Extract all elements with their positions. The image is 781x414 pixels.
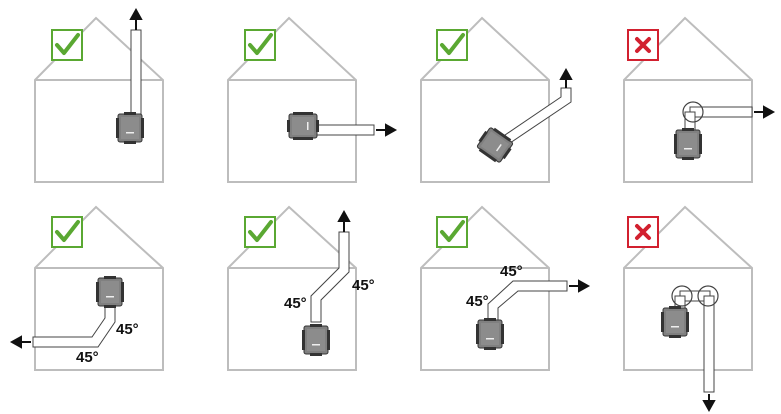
cross-icon [626, 215, 660, 249]
device-icon [673, 127, 703, 161]
device-icon [95, 275, 125, 309]
check-icon [243, 28, 277, 62]
check-icon [435, 28, 469, 62]
angle-label: 45° [116, 321, 139, 338]
panel-2 [227, 16, 398, 183]
duct [32, 305, 116, 348]
device-icon [115, 111, 145, 145]
elbow-highlight [697, 285, 719, 307]
arrow-icon [9, 335, 31, 349]
duct [313, 124, 375, 136]
duct [130, 29, 142, 119]
arrow-icon [559, 67, 573, 88]
device-icon [286, 111, 320, 141]
device-icon [660, 305, 690, 339]
duct [689, 106, 753, 118]
panel-8 [623, 205, 753, 413]
device-icon [473, 123, 517, 167]
house-outline [34, 205, 164, 371]
angle-label: 45° [284, 295, 307, 312]
panel-7: 45° 45° [420, 205, 591, 371]
angle-label: 45° [76, 349, 99, 366]
check-icon [50, 28, 84, 62]
arrow-icon [754, 105, 776, 119]
elbow-highlight [671, 285, 693, 307]
check-icon [50, 215, 84, 249]
angle-label: 45° [466, 293, 489, 310]
duct [703, 295, 715, 393]
device-icon [301, 323, 331, 357]
angle-label: 45° [352, 277, 375, 294]
house-outline [623, 16, 753, 183]
device-icon [475, 317, 505, 351]
panel-6: 45° 45° [227, 205, 375, 371]
duct [487, 280, 568, 321]
check-icon [435, 215, 469, 249]
cross-icon [626, 28, 660, 62]
arrow-icon [569, 279, 591, 293]
panel-3 [420, 16, 573, 183]
arrow-icon [337, 209, 351, 232]
panel-4 [623, 16, 776, 183]
arrow-icon [702, 394, 716, 413]
house-outline [420, 205, 550, 371]
house-outline [34, 16, 164, 183]
elbow-highlight [682, 101, 704, 123]
angle-label: 45° [500, 263, 523, 280]
arrow-icon [129, 7, 143, 30]
panel-5: 45° 45° [9, 205, 164, 371]
duct [504, 87, 572, 144]
duct [310, 231, 350, 323]
house-outline [420, 16, 550, 183]
panel-1 [34, 7, 164, 183]
house-outline [623, 205, 753, 371]
arrow-icon [376, 123, 398, 137]
house-outline [227, 205, 357, 371]
check-icon [243, 215, 277, 249]
